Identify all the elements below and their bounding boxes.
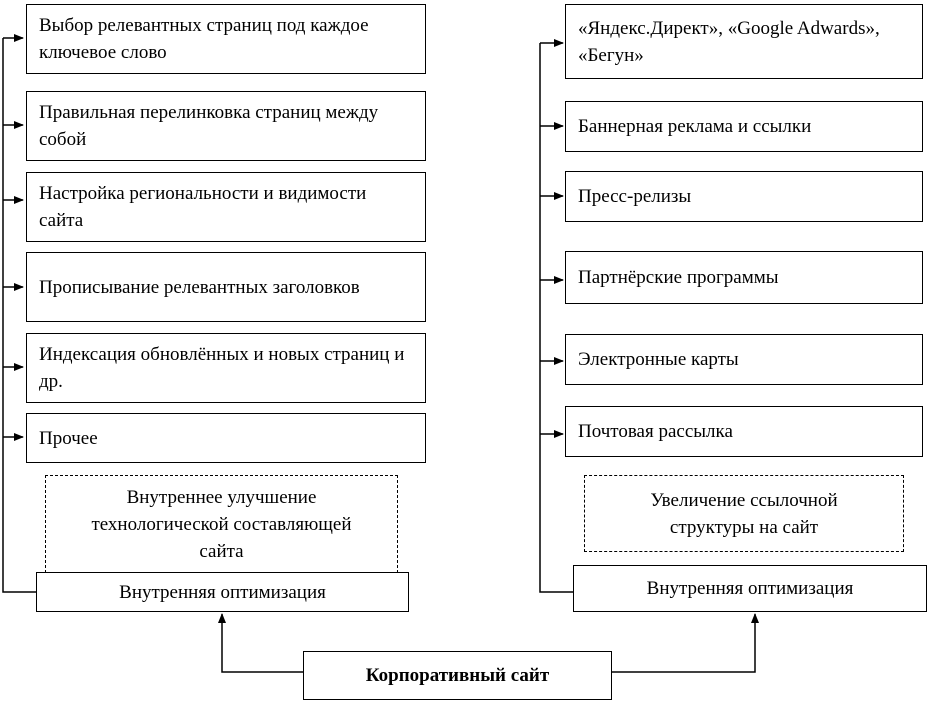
arrow-root-to-right-branch (612, 613, 759, 673)
left-item-label: Правильная перелинковка страниц между со… (39, 102, 379, 150)
left-item-label: Прописывание релевантных заголовков (39, 276, 360, 298)
right-item-banners: Баннерная реклама и ссылки (565, 101, 923, 152)
left-item-headings: Прописывание релевантных заголовков (26, 252, 426, 322)
right-item-context-ads: «Яндекс.Директ», «Google Adwards», «Бегу… (565, 4, 923, 79)
left-item-regionality: Настройка региональности и видимости сай… (26, 172, 426, 242)
right-branch-title: Внутренняя оптимизация (646, 578, 854, 599)
left-item-indexing: Индексация обновлённых и новых страниц и… (26, 333, 426, 403)
right-item-partner-programs: Партнёрские программы (565, 251, 923, 304)
right-item-label: Партнёрские программы (578, 267, 779, 288)
left-branch-description: Внутреннее улучшение технологической сос… (45, 475, 398, 573)
left-branch-title-box: Внутренняя оптимизация (36, 572, 409, 612)
left-item-label: Настройка региональности и видимости сай… (39, 183, 367, 231)
right-item-mailing: Почтовая рассылка (565, 406, 923, 457)
right-bus-line (539, 43, 573, 593)
root-node: Корпоративный сайт (303, 651, 612, 700)
right-item-label: Почтовая рассылка (578, 421, 733, 442)
right-item-label: Баннерная реклама и ссылки (578, 116, 812, 137)
right-item-label: Пресс-релизы (578, 186, 692, 207)
left-item-label: Индексация обновлённых и новых страниц и… (39, 344, 405, 392)
left-item-label: Прочее (39, 427, 98, 449)
root-node-label: Корпоративный сайт (365, 665, 550, 686)
right-item-label: Электронные карты (578, 349, 739, 370)
right-item-press-releases: Пресс-релизы (565, 171, 923, 222)
right-item-electronic-maps: Электронные карты (565, 334, 923, 385)
left-item-interlinking: Правильная перелинковка страниц между со… (26, 91, 426, 161)
right-branch-description: Увеличение ссылочной структуры на сайт (584, 475, 904, 552)
left-item-label: Выбор релевантных страниц под каждое клю… (39, 15, 369, 63)
right-item-label: «Яндекс.Директ», «Google Adwards», «Бегу… (578, 17, 880, 66)
arrow-root-to-left-branch (218, 613, 303, 673)
left-branch-description-text: Внутреннее улучшение технологической сос… (91, 486, 352, 562)
left-item-other: Прочее (26, 413, 426, 463)
right-branch-title-box: Внутренняя оптимизация (573, 565, 927, 612)
left-bus-line (2, 38, 36, 593)
right-branch-description-text: Увеличение ссылочной структуры на сайт (650, 489, 838, 538)
left-item-relevant-pages: Выбор релевантных страниц под каждое клю… (26, 4, 426, 74)
left-branch-title: Внутренняя оптимизация (119, 581, 326, 603)
